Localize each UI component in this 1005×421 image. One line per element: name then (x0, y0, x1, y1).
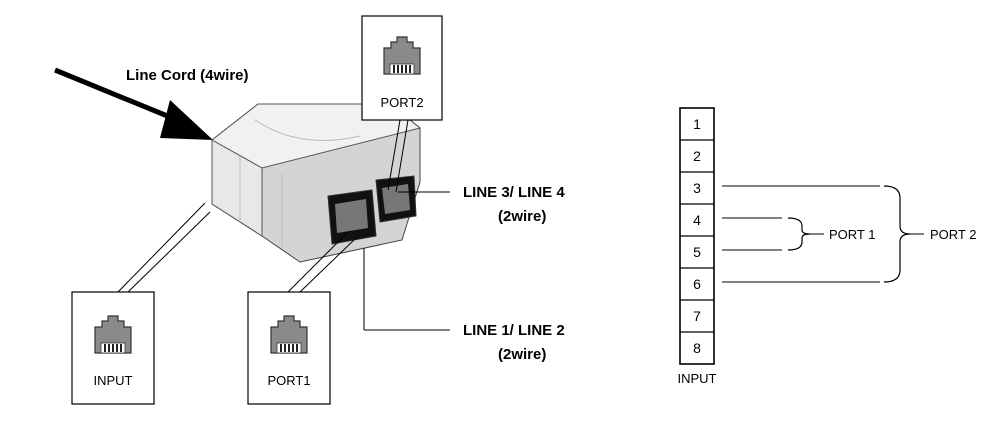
leader-port1 (287, 231, 349, 293)
pin-number-5: 5 (693, 244, 701, 260)
pin-number-2: 2 (693, 148, 701, 164)
port2-jack-label: PORT2 (380, 95, 423, 110)
line-cord-arrow (54, 67, 213, 140)
line34-label: LINE 3/ LINE 4 (463, 184, 565, 201)
pinout-port1-label: PORT 1 (829, 227, 875, 242)
pinout-input-label: INPUT (678, 371, 717, 386)
line12-label: LINE 1/ LINE 2 (463, 322, 565, 339)
port1-brace (787, 217, 811, 251)
pin-number-6: 6 (693, 276, 701, 292)
pinout-port2-label: PORT 2 (930, 227, 976, 242)
leader-input (117, 202, 206, 293)
port2-jack-box: PORT2 (361, 15, 443, 121)
pin-rows: 1 2 3 4 5 6 7 8 (680, 116, 714, 356)
pin-number-3: 3 (693, 180, 701, 196)
pin-number-4: 4 (693, 212, 701, 228)
leader-port2 (387, 119, 401, 191)
leader-input-2 (127, 211, 211, 293)
input-jack-box: INPUT (71, 291, 155, 405)
line34-wire-label: (2wire) (498, 208, 546, 225)
port2-brace (883, 185, 911, 283)
line12-wire-label: (2wire) (498, 346, 546, 363)
port1-jack-box: PORT1 (247, 291, 331, 405)
leader-port2-2 (395, 119, 409, 193)
line-cord-label: Line Cord (4wire) (126, 67, 249, 84)
pin-number-1: 1 (693, 116, 701, 132)
pinout-diagram: 1 2 3 4 5 6 7 8 INPUT PORT 1 PORT 2 (678, 107, 976, 386)
input-jack-label: INPUT (94, 373, 133, 388)
port1-jack-label: PORT1 (267, 373, 310, 388)
pin-number-8: 8 (693, 340, 701, 356)
splitter-body (211, 103, 422, 263)
pin-number-7: 7 (693, 308, 701, 324)
leader-port1-2 (299, 237, 357, 293)
